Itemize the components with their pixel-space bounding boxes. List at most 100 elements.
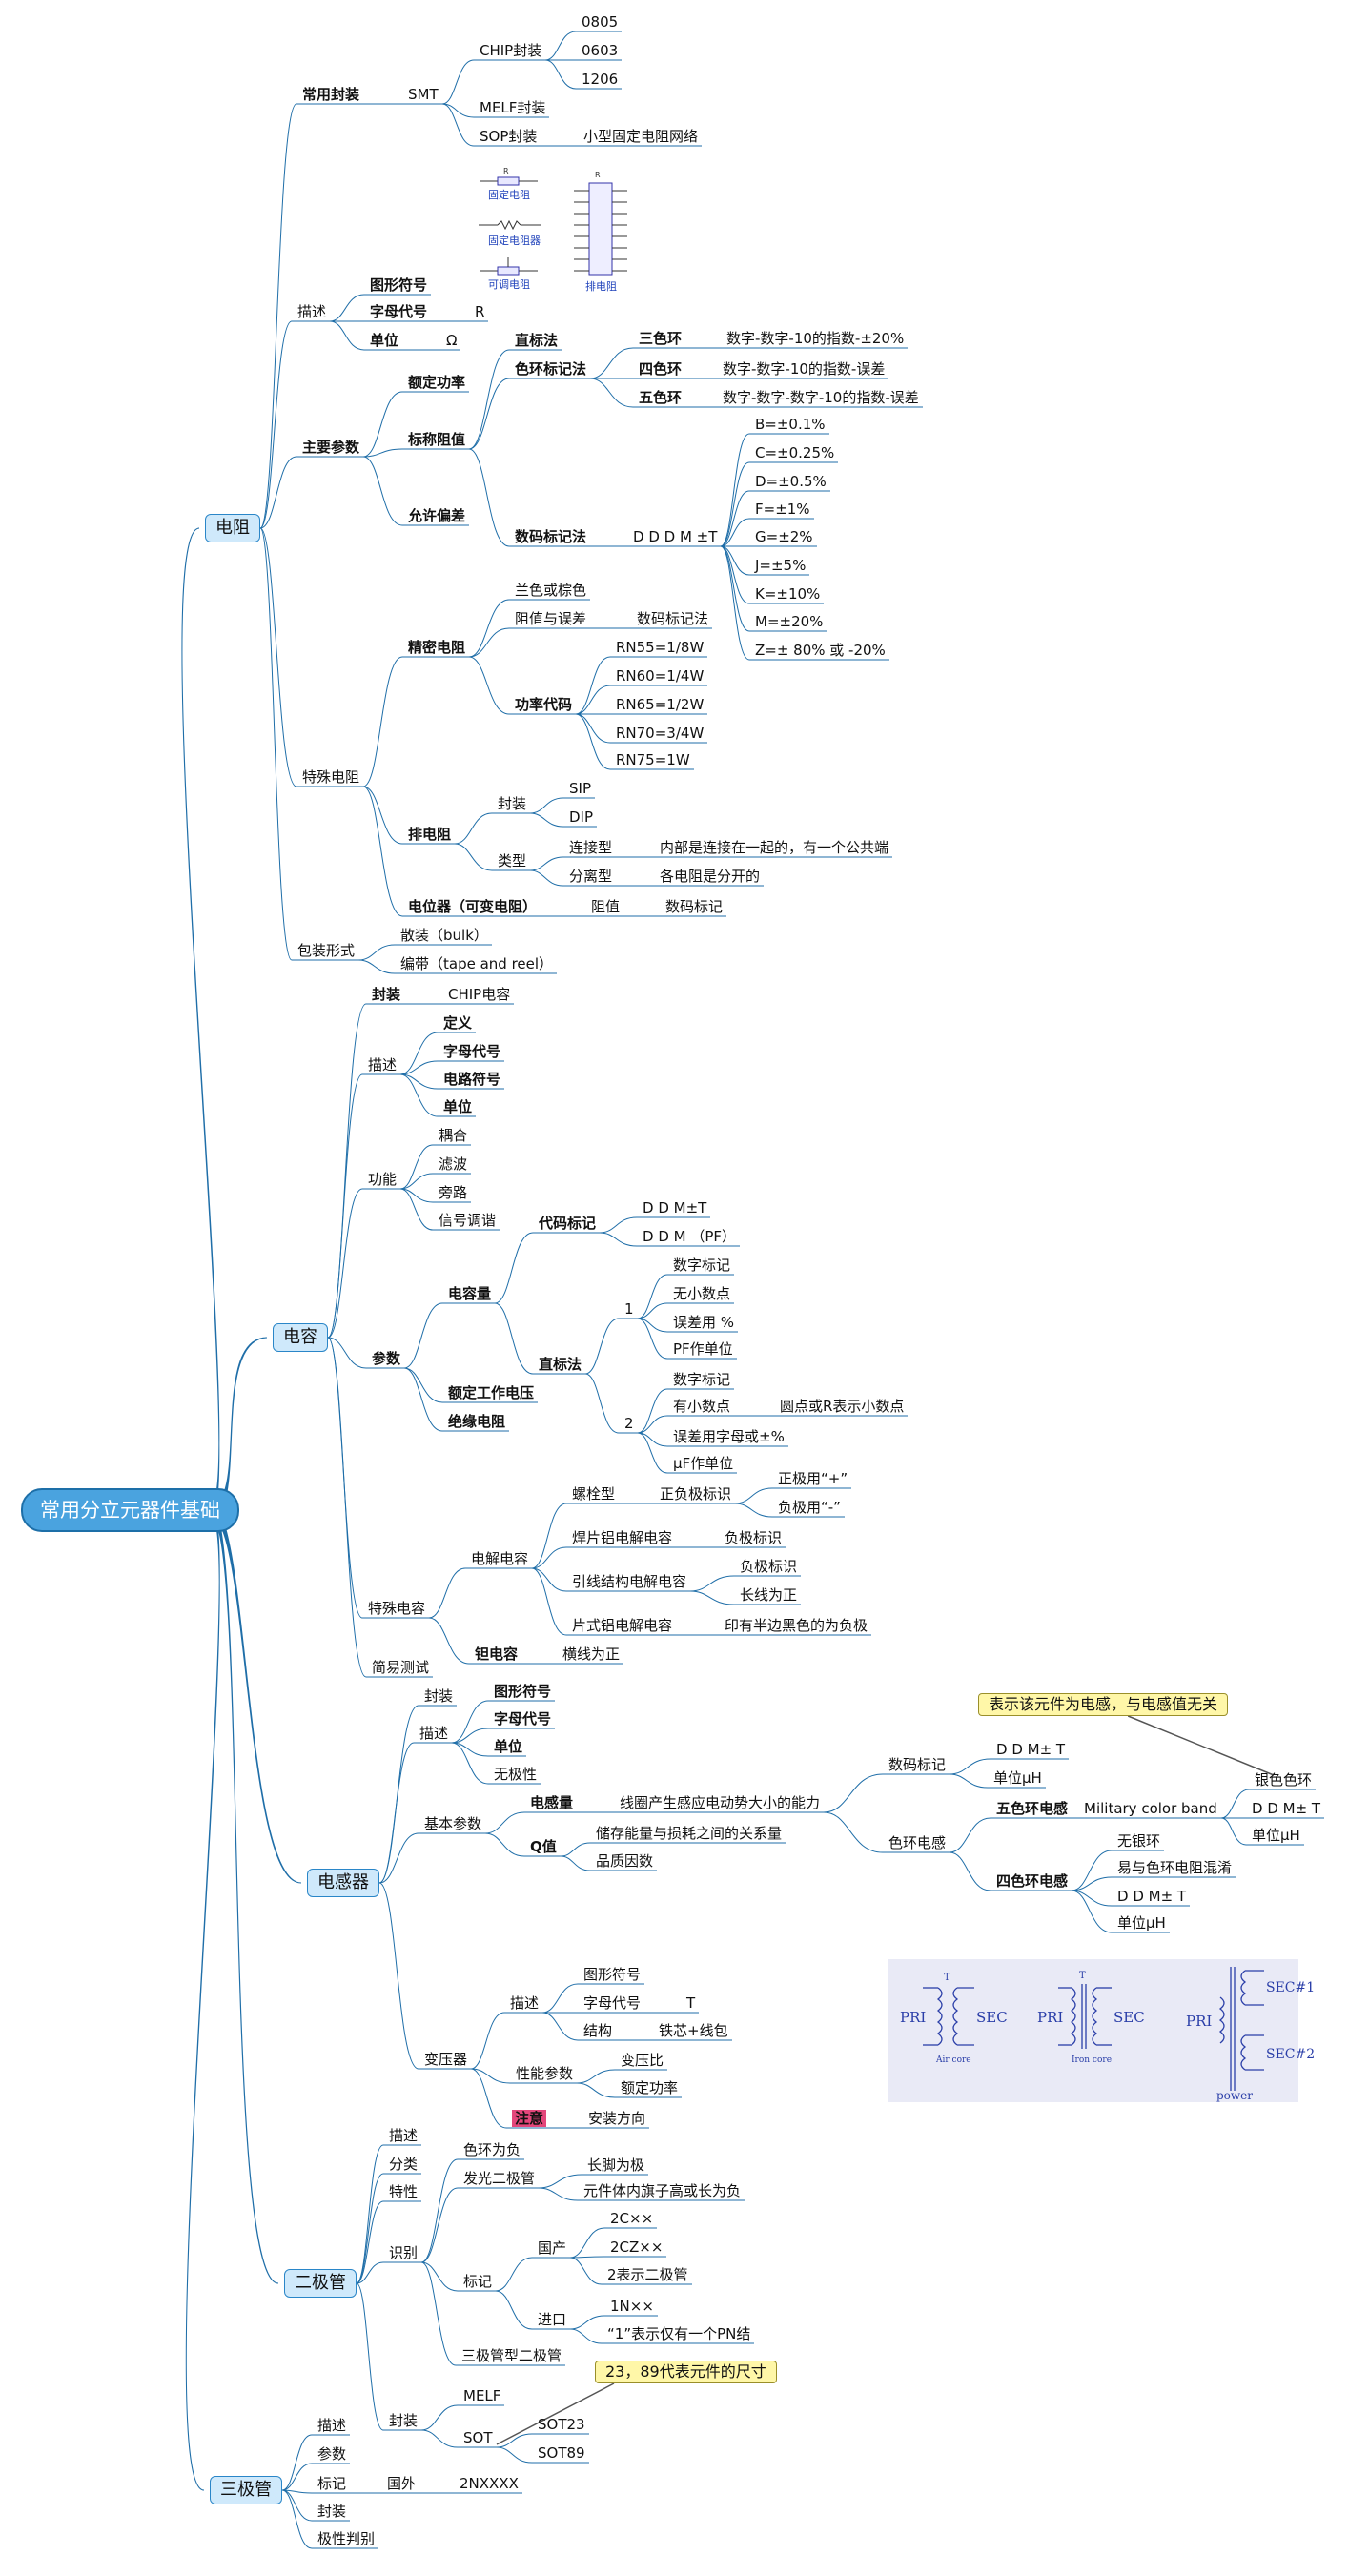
node-r2c[interactable]: 单位 xyxy=(370,332,399,349)
node-r3b3a3[interactable]: D=±0.5% xyxy=(755,473,827,490)
node-r1a3a[interactable]: 小型固定电阻网络 xyxy=(583,128,699,145)
node-r3b3a[interactable]: D D D M ±T xyxy=(633,528,718,545)
node-d4c[interactable]: 标记 xyxy=(463,2273,493,2290)
node-c2d[interactable]: 单位 xyxy=(443,1098,473,1115)
node-d4d[interactable]: 三极管型二极管 xyxy=(461,2347,562,2364)
node-c4a2[interactable]: 直标法 xyxy=(539,1356,582,1373)
node-c4a1b[interactable]: D D M （PF） xyxy=(643,1228,737,1245)
node-d4c1b[interactable]: 2CZ×× xyxy=(610,2239,664,2256)
node-c5a3b[interactable]: 长线为正 xyxy=(740,1586,798,1604)
node-r3a[interactable]: 额定功率 xyxy=(408,374,466,391)
node-r3b3[interactable]: 数码标记法 xyxy=(515,528,587,545)
node-r3c[interactable]: 允许偏差 xyxy=(408,507,466,524)
node-l4a2[interactable]: 字母代号 xyxy=(583,1994,642,2012)
node-c5b1[interactable]: 横线为正 xyxy=(562,1646,621,1663)
node-l4b1[interactable]: 变压比 xyxy=(621,2052,664,2069)
node-r4a1[interactable]: 兰色或棕色 xyxy=(515,582,587,599)
node-r4a[interactable]: 精密电阻 xyxy=(408,639,466,656)
node-r2[interactable]: 描述 xyxy=(297,303,327,320)
node-c2a[interactable]: 定义 xyxy=(443,1014,473,1032)
node-c5a[interactable]: 电解电容 xyxy=(471,1550,529,1567)
node-r3b1[interactable]: 直标法 xyxy=(515,332,559,349)
node-c5b[interactable]: 钽电容 xyxy=(475,1646,519,1663)
node-r4a3b[interactable]: RN60=1/4W xyxy=(616,667,705,685)
node-d[interactable]: 二极管 xyxy=(284,2269,357,2298)
node-c4a2b2a[interactable]: 圆点或R表示小数点 xyxy=(780,1398,905,1415)
node-r4b1[interactable]: 封装 xyxy=(498,795,527,812)
node-c5a3[interactable]: 引线结构电解电容 xyxy=(572,1573,687,1590)
node-c2c[interactable]: 电路符号 xyxy=(443,1071,501,1088)
node-c3b[interactable]: 滤波 xyxy=(439,1155,468,1173)
node-l3a1b2c[interactable]: D D M± T xyxy=(1117,1888,1187,1905)
node-c3[interactable]: 功能 xyxy=(368,1171,398,1188)
node-l3a1a1[interactable]: D D M± T xyxy=(996,1741,1066,1758)
node-c1a[interactable]: CHIP电容 xyxy=(448,986,511,1003)
node-q4[interactable]: 封装 xyxy=(317,2503,347,2520)
node-r4b2a[interactable]: 连接型 xyxy=(569,839,613,856)
node-r4[interactable]: 特殊电阻 xyxy=(302,768,360,786)
node-r4c1[interactable]: 阻值 xyxy=(591,898,621,915)
node-l2d[interactable]: 无极性 xyxy=(494,1766,538,1783)
node-c4a2a[interactable]: 1 xyxy=(624,1300,634,1318)
node-r3b3a6[interactable]: J=±5% xyxy=(755,557,807,574)
node-l4a3[interactable]: 结构 xyxy=(583,2022,613,2039)
node-d_note[interactable]: 23，89代表元件的尺寸 xyxy=(595,2361,777,2383)
node-r2a[interactable]: 图形符号 xyxy=(370,276,428,294)
node-r3b2a1[interactable]: 数字-数字-10的指数-±20% xyxy=(726,330,905,347)
node-c4c[interactable]: 绝缘电阻 xyxy=(448,1413,506,1430)
node-d5b1[interactable]: SOT23 xyxy=(538,2416,585,2433)
node-l3a1a2[interactable]: 单位μH xyxy=(993,1769,1042,1787)
node-l4b2[interactable]: 额定功率 xyxy=(621,2079,679,2096)
node-r3b3a8[interactable]: M=±20% xyxy=(755,613,824,630)
node-r4b1a[interactable]: SIP xyxy=(569,780,591,797)
node-r1a1b[interactable]: 0603 xyxy=(582,42,619,59)
node-q[interactable]: 三极管 xyxy=(210,2476,282,2504)
node-l4a2a[interactable]: T xyxy=(686,1994,696,2012)
node-r1a2[interactable]: MELF封装 xyxy=(480,99,546,116)
node-c5a1a2[interactable]: 负极用“-” xyxy=(778,1499,841,1516)
node-l3a1b1a3[interactable]: 单位μH xyxy=(1252,1827,1300,1844)
root-topic[interactable]: 常用分立元器件基础 xyxy=(21,1488,239,1532)
node-c4a2a3[interactable]: 误差用 % xyxy=(673,1314,735,1331)
node-d4c1[interactable]: 国产 xyxy=(538,2239,567,2257)
node-r3b3a2[interactable]: C=±0.25% xyxy=(755,444,835,461)
node-r5[interactable]: 包装形式 xyxy=(297,942,356,959)
node-r[interactable]: 电阻 xyxy=(205,514,260,542)
node-d5b2[interactable]: SOT89 xyxy=(538,2444,585,2462)
node-d4b2[interactable]: 元件体内旗子高或长为负 xyxy=(583,2182,742,2199)
node-l3a1b2d[interactable]: 单位μH xyxy=(1117,1914,1166,1932)
node-r5b[interactable]: 编带（tape and reel） xyxy=(400,955,554,972)
node-c5a4[interactable]: 片式铝电解电容 xyxy=(572,1617,673,1634)
node-r4a3d[interactable]: RN70=3/4W xyxy=(616,725,705,742)
node-c4a2b3[interactable]: 误差用字母或±% xyxy=(673,1428,785,1445)
node-c5[interactable]: 特殊电容 xyxy=(368,1600,426,1617)
node-r2c1[interactable]: Ω xyxy=(446,332,458,349)
node-l4a1[interactable]: 图形符号 xyxy=(583,1966,642,1983)
node-c4a2a1[interactable]: 数字标记 xyxy=(673,1257,731,1274)
node-l4[interactable]: 变压器 xyxy=(424,2051,468,2068)
node-c[interactable]: 电容 xyxy=(273,1323,328,1352)
node-l4c1[interactable]: 安装方向 xyxy=(588,2110,646,2127)
node-d4c1a[interactable]: 2C×× xyxy=(610,2210,654,2227)
node-r3b[interactable]: 标称阻值 xyxy=(408,431,466,448)
node-l3a1b1a[interactable]: Military color band xyxy=(1084,1800,1217,1817)
node-r3b3a9[interactable]: Z=± 80% 或 -20% xyxy=(755,642,886,659)
node-l3a1b1a2[interactable]: D D M± T xyxy=(1252,1800,1321,1817)
node-r3b2a[interactable]: 三色环 xyxy=(639,330,683,347)
node-l3a1b1a1[interactable]: 银色色环 xyxy=(1255,1771,1313,1789)
node-r1a3[interactable]: SOP封装 xyxy=(480,128,538,145)
node-r3b2c[interactable]: 五色环 xyxy=(639,389,683,406)
node-l3a1b2[interactable]: 四色环电感 xyxy=(996,1872,1069,1890)
node-l1[interactable]: 封装 xyxy=(424,1687,454,1705)
node-r3b3a7[interactable]: K=±10% xyxy=(755,585,821,603)
node-l3a[interactable]: 电感量 xyxy=(530,1794,574,1811)
node-r3b2b[interactable]: 四色环 xyxy=(639,360,683,378)
node-c4a2b2[interactable]: 有小数点 xyxy=(673,1398,731,1415)
node-l3a1b2b[interactable]: 易与色环电阻混淆 xyxy=(1117,1859,1233,1876)
node-d2[interactable]: 分类 xyxy=(389,2156,419,2173)
node-c5a1a[interactable]: 正负极标识 xyxy=(660,1485,732,1503)
node-r3[interactable]: 主要参数 xyxy=(302,439,360,456)
node-r1a[interactable]: SMT xyxy=(408,86,439,103)
node-l3a1b2a[interactable]: 无银环 xyxy=(1117,1832,1161,1850)
node-r3b2[interactable]: 色环标记法 xyxy=(515,360,587,378)
